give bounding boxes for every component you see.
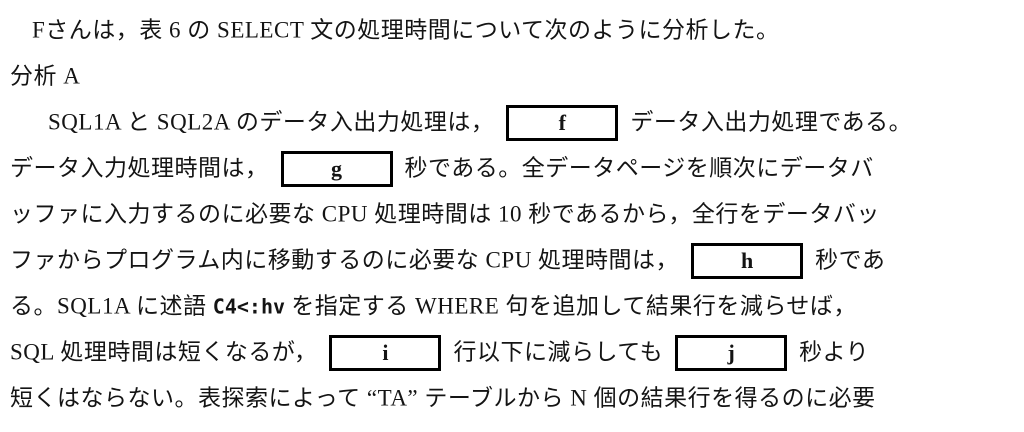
answer-blank-h: h [691, 242, 804, 279]
body-text: ファからプログラム内に移動するのに必要な CPU 処理時間は， [10, 247, 680, 273]
body-text: SQL1A と SQL2A のデータ入出力処理は， [48, 109, 495, 135]
body-text: 行以下に減らしても [453, 339, 664, 365]
paragraph-line-5: る。SQL1A に述語 C4<:hv を指定する WHERE 句を追加して結果行… [10, 282, 1014, 328]
body-text: ッファに入力するのに必要な CPU 処理時間は 10 秒であるから，全行をデータ… [10, 201, 880, 227]
paragraph-line-1: SQL1A と SQL2A のデータ入出力処理は， f データ入出力処理である。 [10, 98, 1014, 144]
section-label: 分析 A [10, 63, 81, 89]
answer-blank-i: i [329, 334, 442, 371]
body-text: SQL 処理時間は短くなるが， [10, 339, 318, 365]
body-text: 秒である。全データページを順次にデータバ [404, 155, 874, 181]
answer-blank-f: f [506, 104, 619, 141]
body-text: を指定する WHERE 句を追加して結果行を減らせば， [285, 293, 857, 319]
paragraph-line-4: ファからプログラム内に移動するのに必要な CPU 処理時間は， h 秒であ [10, 236, 1014, 282]
intro-text: Fさんは，表 6 の SELECT 文の処理時間について次のように分析した。 [32, 17, 780, 43]
body-text: る。SQL1A に述語 [10, 293, 213, 319]
intro-line: Fさんは，表 6 の SELECT 文の処理時間について次のように分析した。 [10, 6, 1014, 52]
inline-code-predicate: C4<:hv [212, 294, 286, 319]
paragraph-line-2: データ入力処理時間は， g 秒である。全データページを順次にデータバ [10, 144, 1014, 190]
body-text: 短くはならない。表探索によって “TA” テーブルから N 個の結果行を得るのに… [10, 385, 876, 411]
answer-blank-g: g [280, 150, 393, 187]
answer-blank-j: j [675, 334, 788, 371]
body-text: データ入力処理時間は， [10, 155, 269, 181]
section-heading: 分析 A [10, 52, 1014, 98]
body-text: 秒であ [815, 247, 886, 273]
paragraph-line-6: SQL 処理時間は短くなるが， i 行以下に減らしても j 秒より [10, 328, 1014, 374]
body-text: 秒より [799, 339, 870, 365]
paragraph-line-7: 短くはならない。表探索によって “TA” テーブルから N 個の結果行を得るのに… [10, 374, 1014, 420]
exam-document: Fさんは，表 6 の SELECT 文の処理時間について次のように分析した。 分… [10, 6, 1014, 420]
body-text: データ入出力処理である。 [630, 109, 913, 135]
paragraph-line-3: ッファに入力するのに必要な CPU 処理時間は 10 秒であるから，全行をデータ… [10, 190, 1014, 236]
